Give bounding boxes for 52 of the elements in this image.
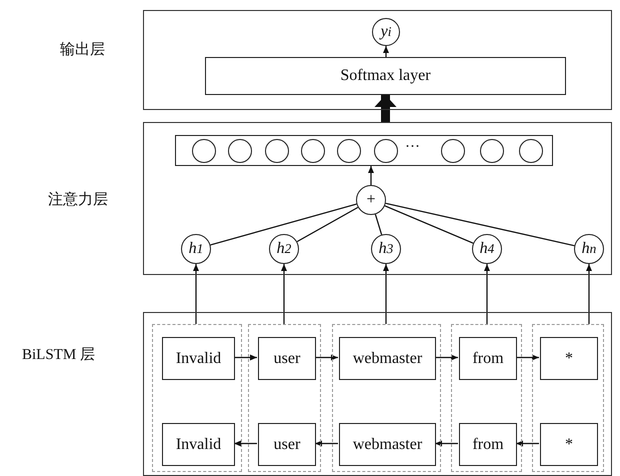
layer-label: 注意力层	[48, 190, 108, 209]
layer-label: BiLSTM 层	[22, 346, 95, 364]
cell-box: from	[459, 337, 517, 380]
dashed-group-box	[451, 324, 522, 472]
neuron-circle	[228, 139, 252, 163]
arrow	[234, 354, 257, 360]
arrow	[315, 440, 338, 446]
arrow	[234, 440, 257, 446]
cell-box: from	[459, 423, 517, 466]
arrow	[281, 264, 287, 324]
arrow	[435, 354, 458, 360]
vector-box	[175, 135, 553, 166]
arrow	[484, 264, 490, 324]
cell-box: Invalid	[162, 337, 235, 380]
cell-box: webmaster	[339, 337, 436, 380]
arrow	[586, 264, 592, 324]
cell-box: user	[258, 337, 316, 380]
neuron-circle	[337, 139, 361, 163]
cell-box: *	[540, 337, 598, 380]
arrow	[368, 166, 374, 185]
cell-box: webmaster	[339, 423, 436, 466]
arrow	[374, 95, 396, 122]
neuron-circle	[519, 139, 543, 163]
cell-box: Softmax layer	[205, 57, 566, 95]
neuron-circle	[192, 139, 216, 163]
arrow	[516, 354, 539, 360]
arrow	[516, 440, 539, 446]
neuron-circle	[441, 139, 465, 163]
arrow	[435, 440, 458, 446]
arrow	[315, 354, 338, 360]
cell-box: user	[258, 423, 316, 466]
neuron-circle	[374, 139, 398, 163]
arrow	[383, 46, 389, 57]
dashed-group-box	[332, 324, 441, 472]
connector-line	[386, 202, 574, 246]
dashed-group-box	[532, 324, 604, 472]
connector-line	[296, 206, 358, 242]
neuron-circle	[480, 139, 504, 163]
ellipsis: ···	[405, 139, 420, 156]
layer-label: 输出层	[60, 40, 105, 59]
neuron-circle	[301, 139, 325, 163]
neuron-circle	[265, 139, 289, 163]
dashed-group-box	[248, 324, 321, 472]
arrow	[383, 264, 389, 324]
dashed-group-box	[152, 324, 242, 472]
cell-box: Invalid	[162, 423, 235, 466]
neuron-node: +	[356, 185, 386, 215]
connector-line	[374, 214, 382, 235]
connector-line	[210, 203, 357, 246]
arrow	[193, 264, 199, 324]
connector-line	[384, 205, 474, 244]
cell-box: *	[540, 423, 598, 466]
